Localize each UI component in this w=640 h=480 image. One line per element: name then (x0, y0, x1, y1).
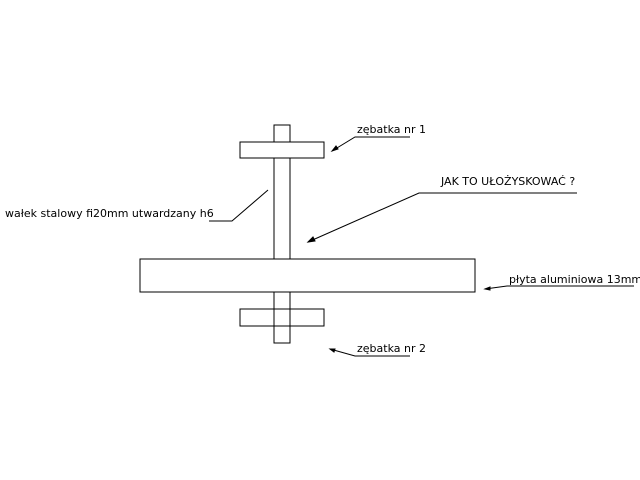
gear-1 (239, 141, 325, 159)
leader-gear-2 (328, 348, 410, 357)
leader-question (306, 192, 577, 243)
label-question: JAK TO UŁOŻYSKOWAĆ ? (440, 175, 575, 188)
gear-2 (239, 308, 325, 327)
label-shaft: wałek stalowy fi20mm utwardzany h6 (5, 207, 214, 220)
label-gear-1: zębatka nr 1 (357, 123, 426, 136)
leader-plate (483, 285, 634, 291)
leader-gear-1 (330, 136, 410, 153)
aluminium-plate (139, 258, 476, 293)
label-plate: płyta aluminiowa 13mm (509, 273, 640, 286)
leader-shaft (209, 189, 269, 222)
label-gear-2: zębatka nr 2 (357, 342, 426, 355)
